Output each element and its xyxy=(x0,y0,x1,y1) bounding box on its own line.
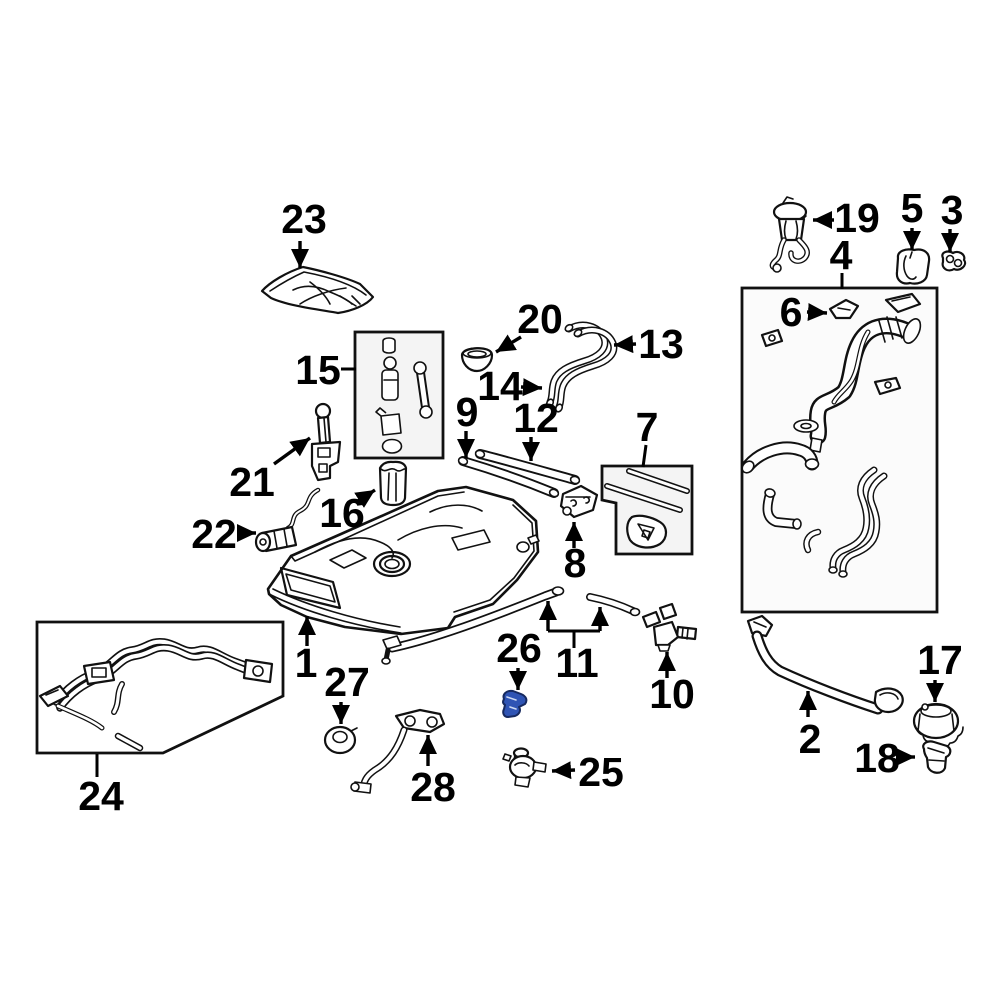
part-label-4[interactable]: 4 xyxy=(830,232,853,278)
part-label-15[interactable]: 15 xyxy=(295,347,341,393)
part-16-fuel-filter-drawing[interactable] xyxy=(378,460,408,507)
part-label-8[interactable]: 8 xyxy=(564,540,587,586)
part-label-26[interactable]: 26 xyxy=(496,625,542,671)
part-28-hose-drawing[interactable] xyxy=(350,708,446,794)
leader-part-21 xyxy=(273,436,311,466)
part-23-cover-drawing[interactable] xyxy=(260,265,375,315)
part-label-16[interactable]: 16 xyxy=(319,490,365,536)
part-label-7[interactable]: 7 xyxy=(636,404,659,450)
part-label-13[interactable]: 13 xyxy=(638,321,684,367)
fuel-pipe-under-tank xyxy=(381,586,641,665)
part-label-9[interactable]: 9 xyxy=(456,389,479,435)
part-label-10[interactable]: 10 xyxy=(649,671,695,717)
part-label-20[interactable]: 20 xyxy=(517,296,563,342)
part-label-11[interactable]: 11 xyxy=(555,640,598,686)
part-13-14-tubes-drawing[interactable] xyxy=(545,321,618,413)
part-label-18[interactable]: 18 xyxy=(854,735,900,781)
part-2-strap-drawing[interactable] xyxy=(746,614,904,715)
part-19-valve-drawing[interactable] xyxy=(769,196,810,273)
leader-part-13 xyxy=(613,335,637,354)
part-21-sending-unit-drawing[interactable] xyxy=(310,402,342,482)
leader-part-7 xyxy=(641,444,648,468)
part-25-valve-drawing[interactable] xyxy=(502,747,547,788)
part-15-pump-kit-box[interactable] xyxy=(353,330,445,460)
part-label-17[interactable]: 17 xyxy=(917,637,963,683)
part-15-pump-kit-contents xyxy=(375,337,433,454)
part-22-connector-drawing[interactable] xyxy=(254,487,321,553)
leader-part-14 xyxy=(520,378,543,397)
leader-part-25 xyxy=(551,761,576,780)
part-label-3[interactable]: 3 xyxy=(941,187,964,233)
part-label-2[interactable]: 2 xyxy=(799,716,822,762)
part-12-hose-drawing[interactable] xyxy=(474,449,581,485)
part-label-6[interactable]: 6 xyxy=(780,289,803,335)
part-label-14[interactable]: 14 xyxy=(477,363,523,409)
part-7-protector-contents xyxy=(604,468,690,549)
part-label-19[interactable]: 19 xyxy=(834,195,880,241)
part-label-24[interactable]: 24 xyxy=(78,773,124,819)
part-1-fuel-tank-drawing[interactable] xyxy=(266,485,540,636)
part-20-packing-drawing[interactable] xyxy=(460,347,494,373)
part-8-bracket-drawing[interactable] xyxy=(559,484,599,519)
part-label-27[interactable]: 27 xyxy=(324,659,370,705)
part-18-cap-holder-drawing[interactable] xyxy=(922,740,952,774)
part-label-21[interactable]: 21 xyxy=(229,459,275,505)
part-label-12[interactable]: 12 xyxy=(513,395,559,441)
part-4-filler-pipe-contents xyxy=(741,292,922,578)
part-label-28[interactable]: 28 xyxy=(410,764,456,810)
part-label-22[interactable]: 22 xyxy=(191,511,237,557)
part-24-tube-set-contents xyxy=(38,637,274,752)
leader-part-16 xyxy=(354,488,376,508)
leader-part-20 xyxy=(495,334,522,354)
part-5-cushion-drawing[interactable] xyxy=(895,248,931,285)
part-3-clip-drawing[interactable] xyxy=(941,250,967,272)
part-27-grommet-drawing[interactable] xyxy=(323,725,358,755)
part-label-1[interactable]: 1 xyxy=(295,640,318,686)
part-10-joint-drawing[interactable] xyxy=(641,602,698,652)
part-label-23[interactable]: 23 xyxy=(281,196,327,242)
part-label-25[interactable]: 25 xyxy=(578,749,624,795)
part-26-clip-drawing-highlighted[interactable] xyxy=(502,689,528,718)
part-17-fuel-cap-drawing[interactable] xyxy=(912,702,964,749)
part-9-hose-drawing[interactable] xyxy=(457,456,560,498)
leader-part-6 xyxy=(806,303,828,322)
part-label-5[interactable]: 5 xyxy=(901,185,924,231)
